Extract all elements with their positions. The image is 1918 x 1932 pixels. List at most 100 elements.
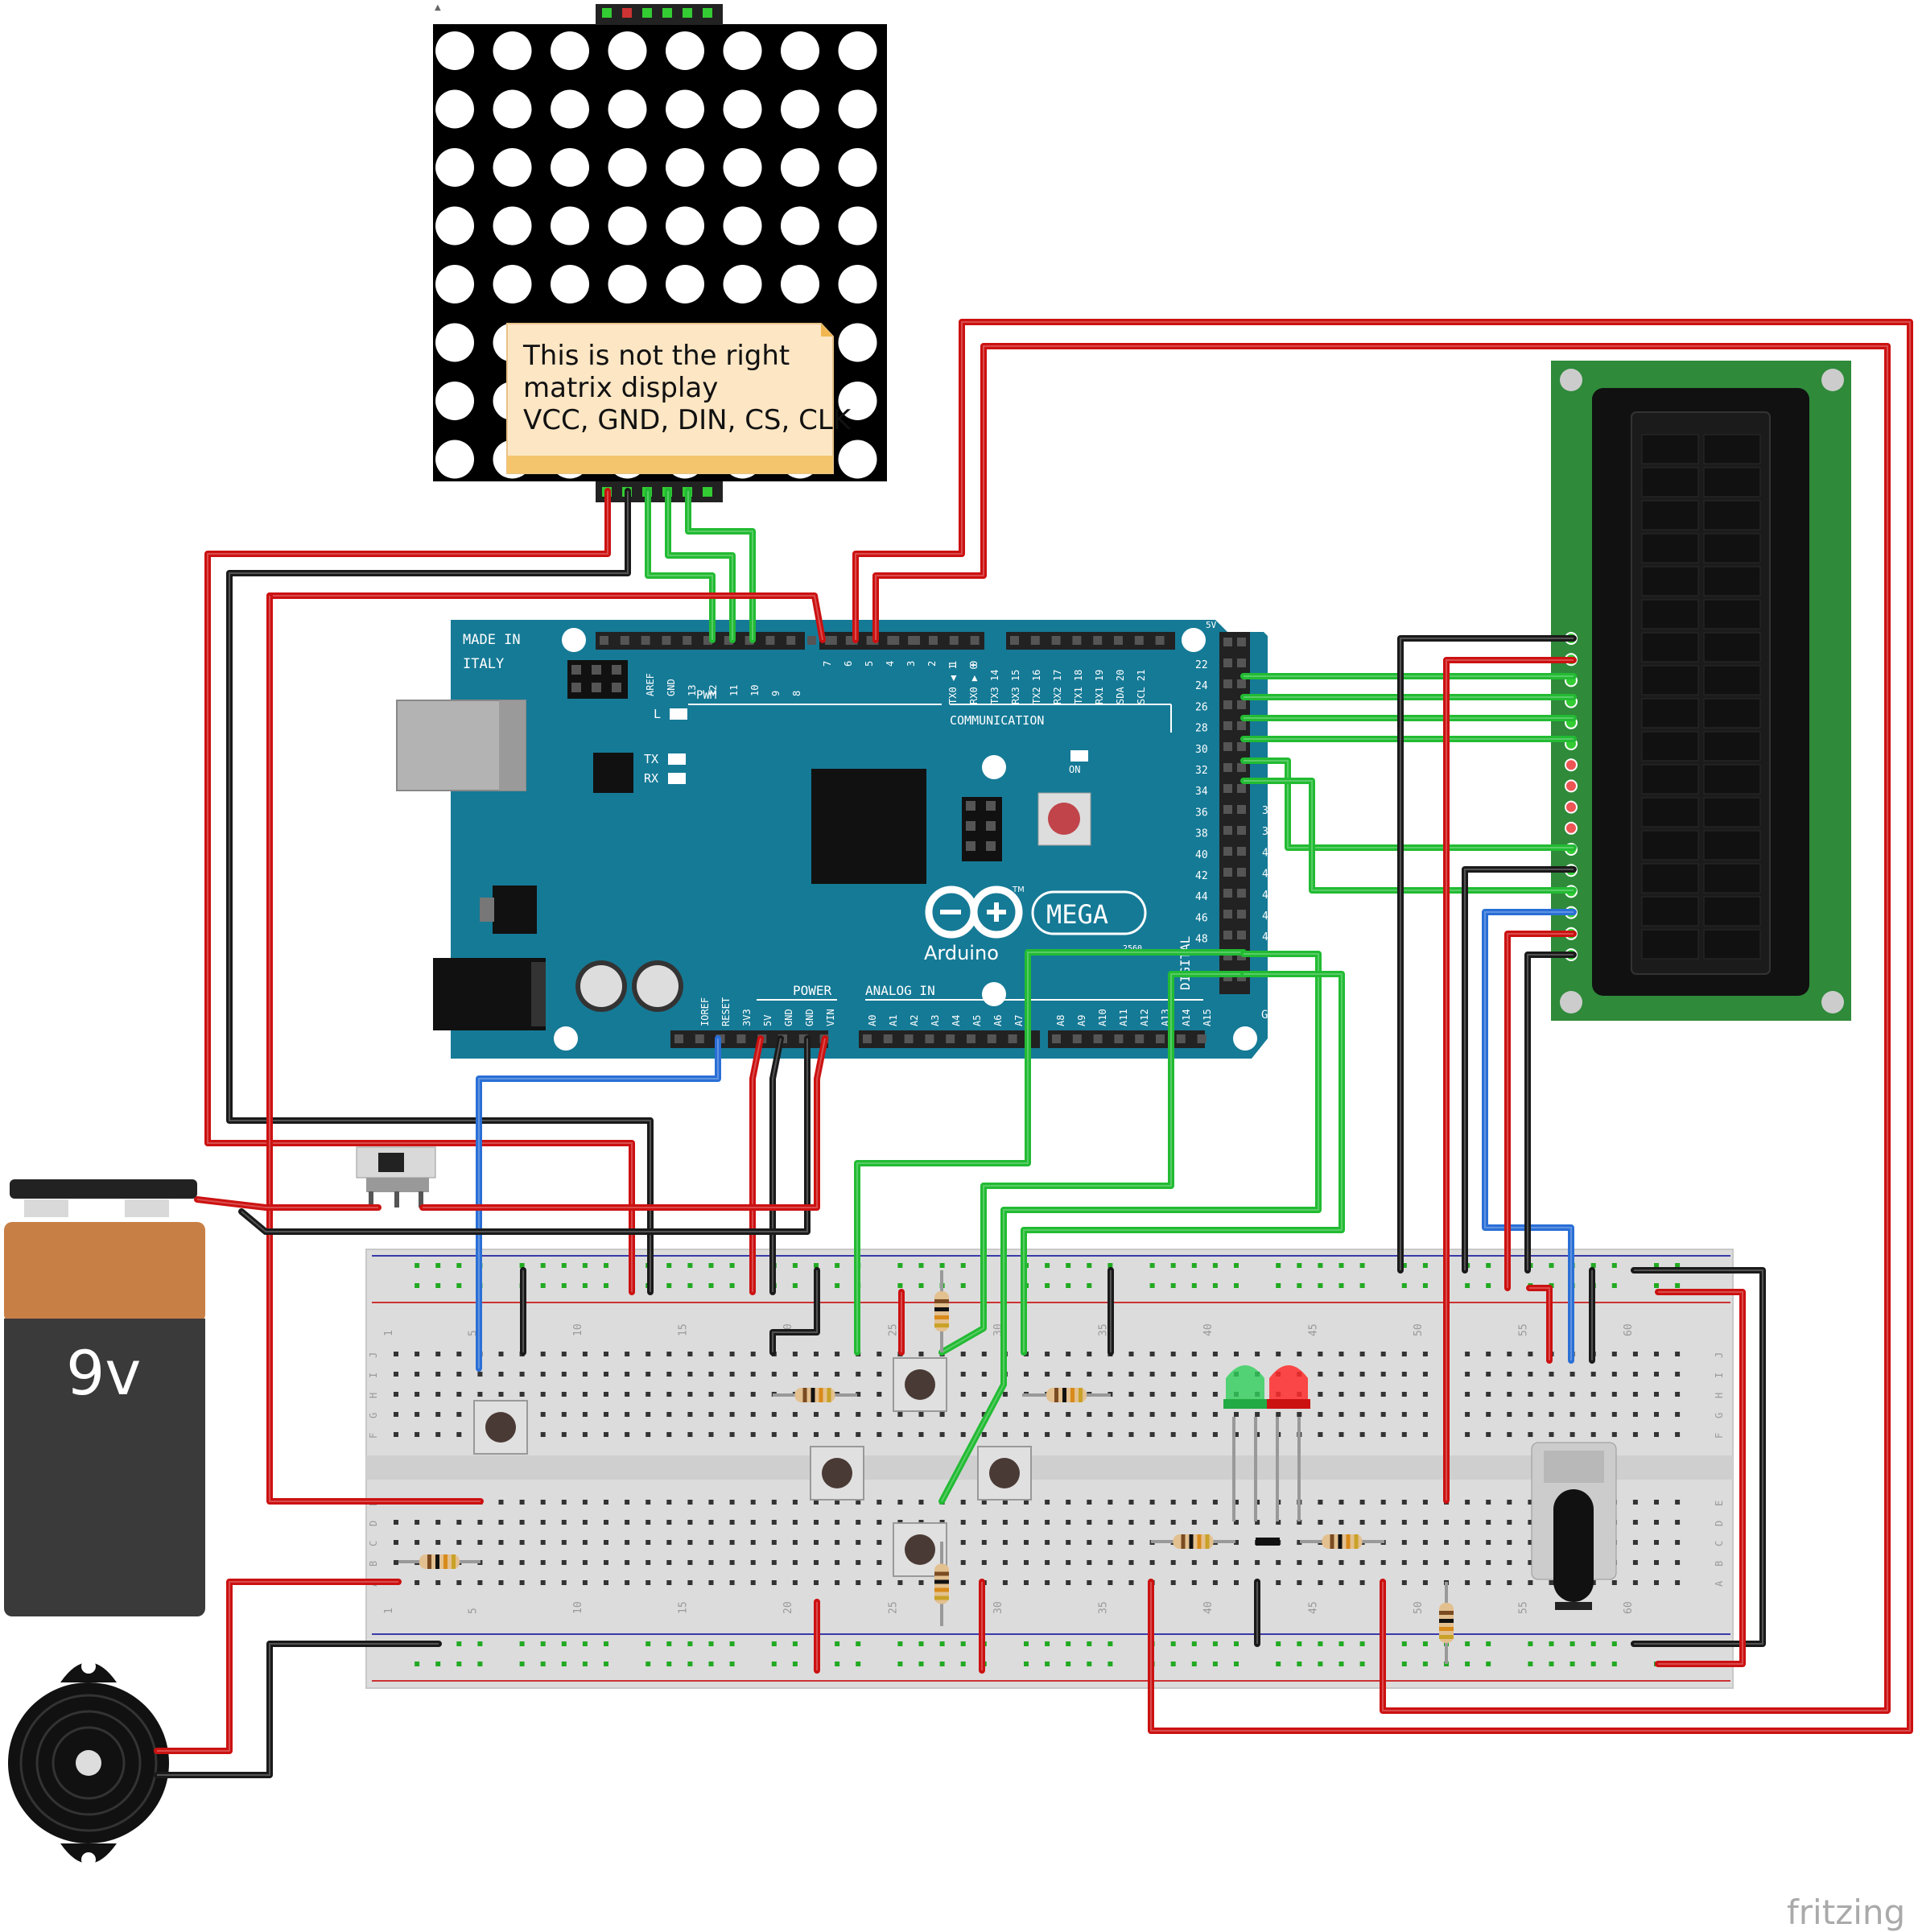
header-pin[interactable] — [904, 1034, 914, 1043]
header-pin[interactable] — [703, 636, 712, 645]
header-pin[interactable] — [970, 636, 980, 645]
push-button-icon[interactable] — [893, 1357, 947, 1412]
header-pin[interactable] — [695, 1034, 704, 1043]
header-pin[interactable] — [887, 636, 897, 645]
header-pin[interactable] — [1237, 868, 1246, 877]
header-pin[interactable] — [1237, 742, 1246, 751]
header-pin[interactable] — [798, 1034, 808, 1043]
header-pin[interactable] — [1197, 1034, 1206, 1043]
header-pin[interactable] — [683, 636, 692, 645]
header-pin[interactable] — [1223, 826, 1232, 835]
header-pin[interactable] — [1155, 636, 1165, 645]
header-pin[interactable] — [600, 636, 608, 645]
push-button-cap[interactable] — [822, 1458, 852, 1488]
pin-label: VIN — [825, 1009, 836, 1026]
header-pin[interactable] — [1237, 700, 1246, 709]
header-pin[interactable] — [1237, 658, 1246, 667]
lcd-cell — [1641, 797, 1699, 828]
push-button-icon[interactable] — [810, 1446, 864, 1501]
header-pin[interactable] — [765, 636, 775, 645]
header-pin[interactable] — [1237, 931, 1246, 939]
bb-hole — [625, 1352, 630, 1356]
header-pin[interactable] — [736, 1034, 746, 1043]
header-pin[interactable] — [845, 636, 855, 645]
header-pin[interactable] — [883, 1034, 893, 1043]
header-pin[interactable] — [825, 636, 834, 645]
header-pin[interactable] — [908, 636, 918, 645]
header-pin[interactable] — [967, 1034, 975, 1043]
header-pin[interactable] — [929, 636, 938, 645]
header-pin[interactable] — [987, 1034, 996, 1043]
wire-lcd-vo-shine — [1484, 911, 1574, 1360]
bb-hole — [1401, 1372, 1407, 1377]
header-pin[interactable] — [1223, 658, 1232, 667]
header-pin[interactable] — [674, 1034, 683, 1043]
header-pin[interactable] — [1008, 1034, 1017, 1043]
header-pin[interactable] — [946, 1034, 955, 1043]
header-pin[interactable] — [1072, 636, 1082, 645]
bb-hole — [1507, 1412, 1512, 1417]
slide-switch-icon[interactable] — [356, 1146, 436, 1208]
header-pin[interactable] — [1237, 889, 1246, 898]
potentiometer-icon[interactable] — [1531, 1442, 1617, 1610]
header-pin[interactable] — [1223, 931, 1232, 939]
bb-hole — [1422, 1372, 1428, 1377]
header-pin[interactable] — [1052, 1034, 1061, 1043]
header-pin[interactable] — [1223, 742, 1232, 751]
bb-hole — [415, 1432, 420, 1437]
header-pin[interactable] — [1134, 636, 1144, 645]
header-pin[interactable] — [1093, 636, 1103, 645]
header-pin[interactable] — [1223, 868, 1232, 877]
header-pin[interactable] — [641, 636, 650, 645]
header-pin[interactable] — [662, 636, 671, 645]
header-pin[interactable] — [1114, 636, 1123, 645]
header-pin[interactable] — [1223, 763, 1232, 772]
push-button-cap[interactable] — [989, 1458, 1020, 1488]
header-pin[interactable] — [807, 636, 816, 645]
push-button-cap[interactable] — [905, 1369, 935, 1400]
header-pin[interactable] — [1237, 805, 1246, 814]
header-pin[interactable] — [1051, 636, 1061, 645]
header-pin[interactable] — [1237, 763, 1246, 772]
header-pin[interactable] — [1223, 847, 1232, 856]
push-button-cap[interactable] — [905, 1534, 935, 1565]
push-button-cap[interactable] — [485, 1412, 516, 1443]
header-pin[interactable] — [1237, 847, 1246, 856]
header-pin[interactable] — [1072, 1034, 1082, 1043]
header-pin[interactable] — [1223, 889, 1232, 898]
bb-hole — [729, 1540, 735, 1545]
header-pin[interactable] — [1223, 952, 1232, 960]
header-pin[interactable] — [1223, 679, 1232, 688]
header-pin[interactable] — [1237, 721, 1246, 730]
header-pin[interactable] — [1176, 1034, 1186, 1043]
header-pin[interactable] — [1223, 910, 1232, 919]
header-pin[interactable] — [1223, 700, 1232, 709]
header-pin[interactable] — [1010, 636, 1019, 645]
header-pin[interactable] — [724, 636, 733, 645]
bb-rail-hole — [835, 1641, 840, 1646]
header-pin[interactable] — [1237, 784, 1246, 793]
header-pin[interactable] — [1237, 910, 1246, 919]
header-pin[interactable] — [1223, 638, 1232, 646]
push-button-icon[interactable] — [473, 1400, 528, 1455]
header-pin[interactable] — [1237, 679, 1246, 688]
push-button-icon[interactable] — [977, 1446, 1032, 1501]
header-pin[interactable] — [1093, 1034, 1103, 1043]
header-pin[interactable] — [1237, 826, 1246, 835]
bb-hole — [1002, 1540, 1008, 1545]
header-pin[interactable] — [1223, 805, 1232, 814]
header-pin[interactable] — [949, 636, 959, 645]
header-pin[interactable] — [786, 636, 796, 645]
header-pin[interactable] — [863, 1034, 872, 1043]
header-pin[interactable] — [1156, 1034, 1165, 1043]
header-pin[interactable] — [1135, 1034, 1145, 1043]
header-pin[interactable] — [925, 1034, 934, 1043]
header-pin[interactable] — [1223, 784, 1232, 793]
resistor-icon — [1300, 1534, 1384, 1549]
header-pin[interactable] — [620, 636, 629, 645]
header-pin[interactable] — [1237, 638, 1246, 646]
header-pin[interactable] — [1030, 636, 1040, 645]
header-pin[interactable] — [866, 636, 876, 645]
header-pin[interactable] — [1114, 1034, 1124, 1043]
header-pin[interactable] — [1223, 721, 1232, 730]
